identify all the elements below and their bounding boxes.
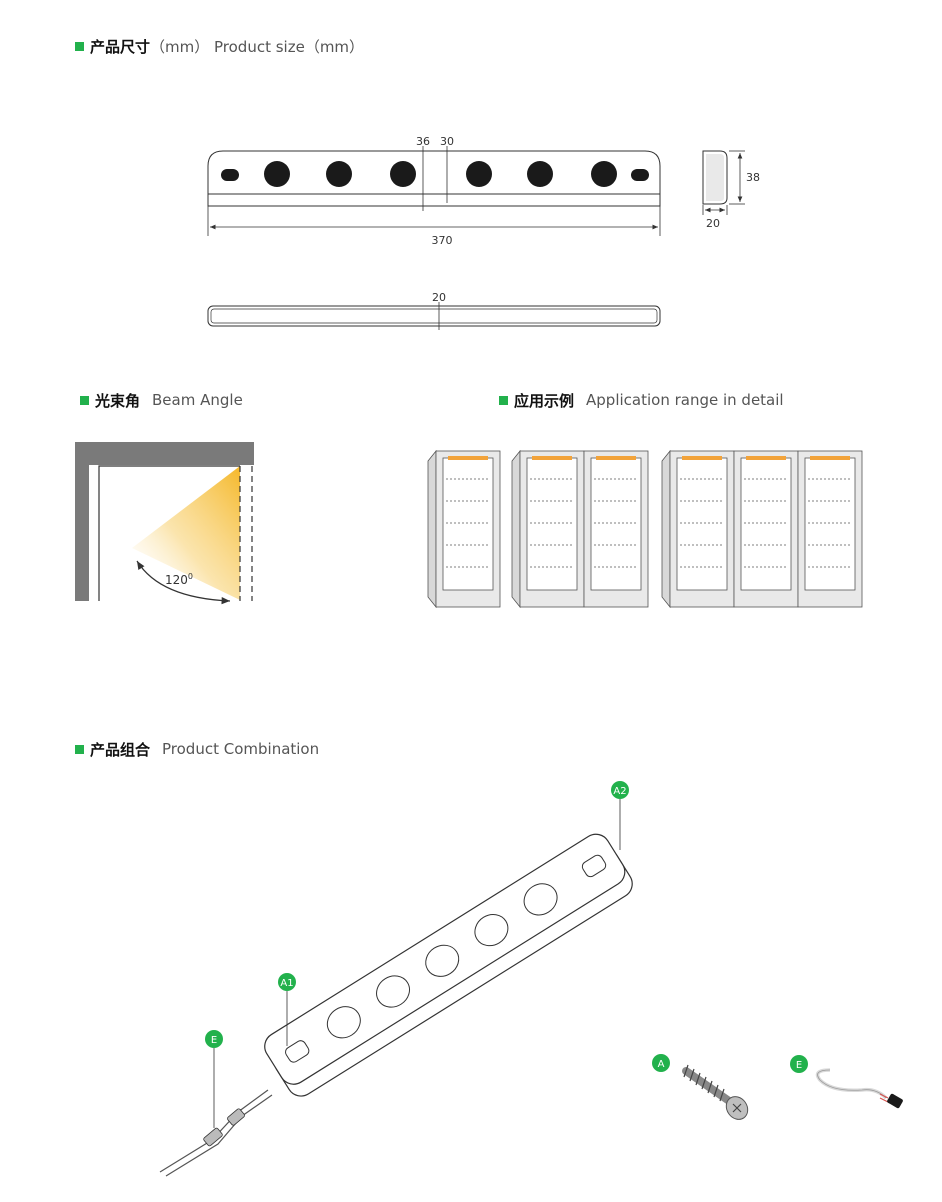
beam-angle-diagram: 1200 <box>75 442 254 605</box>
heading-en: （mm） Product size（mm） <box>150 37 365 56</box>
led-strip-light <box>682 456 722 460</box>
led-lens <box>376 975 410 1008</box>
screw-icon <box>682 1064 749 1120</box>
beam-angle-value: 1200 <box>165 572 193 587</box>
badge-e-cable-label: E <box>211 1035 217 1046</box>
dim-label-36: 36 <box>416 135 430 148</box>
mounting-slot-a1 <box>285 1040 310 1063</box>
heading-cn: 产品组合 <box>90 740 151 759</box>
cabinet-unit <box>797 450 863 608</box>
extension-cable-icon <box>815 1068 903 1109</box>
led-strip-light <box>448 456 488 460</box>
cabinet-unit <box>583 450 649 608</box>
led-lens <box>523 883 558 916</box>
led-strip-light <box>810 456 850 460</box>
badge-e-cable <box>205 1030 223 1048</box>
section-heading-application: 应用示例 Application range in detail <box>499 389 784 411</box>
badge-a2-label: A2 <box>613 786 626 797</box>
led-lens <box>474 913 509 947</box>
badge-a1 <box>278 973 296 991</box>
led-hole <box>390 161 416 187</box>
green-square-icon <box>75 744 84 754</box>
led-hole <box>591 161 617 187</box>
mounting-slot-a2 <box>581 854 607 878</box>
cabinet-unit <box>669 450 735 608</box>
led-strip-light <box>746 456 786 460</box>
green-square-icon <box>499 395 508 405</box>
green-square-icon <box>75 41 84 51</box>
dim-label-bottom: 20 <box>432 291 446 304</box>
application-diagram <box>427 449 863 609</box>
badge-a-screw <box>652 1054 670 1072</box>
heading-en: Product Combination <box>162 740 320 758</box>
dim-label-30: 30 <box>440 135 454 148</box>
badge-a-screw-label: A <box>658 1059 665 1070</box>
section-heading-product-size: 产品尺寸 （mm） Product size（mm） <box>75 35 364 57</box>
badge-a1-label: A1 <box>280 978 293 989</box>
dim-label-length: 370 <box>432 234 453 247</box>
front-view-drawing: 36 30 370 <box>207 135 661 247</box>
badge-e-part-label: E <box>796 1060 802 1071</box>
section-heading-beam-angle: 光束角 Beam Angle <box>80 389 243 411</box>
led-strip-light <box>596 456 636 460</box>
cabinet-unit <box>435 450 501 608</box>
dim-label-side-depth: 20 <box>706 217 720 230</box>
mounting-slot-right <box>631 169 649 181</box>
section-heading-combination: 产品组合 Product Combination <box>75 738 319 760</box>
led-lens <box>326 1006 361 1039</box>
green-square-icon <box>80 395 89 405</box>
heading-en: Application range in detail <box>586 391 784 409</box>
power-cable <box>159 1089 269 1173</box>
badge-e-part <box>790 1055 808 1073</box>
badge-a2 <box>611 781 629 799</box>
combination-illustration: A1 A2 E A E <box>159 781 903 1177</box>
cabinet-wall <box>75 442 254 601</box>
led-hole <box>264 161 290 187</box>
led-hole <box>527 161 553 187</box>
mounting-slot-left <box>221 169 239 181</box>
heading-cn: 光束角 <box>95 391 141 410</box>
heading-en: Beam Angle <box>152 391 243 409</box>
side-view-drawing: 38 20 <box>702 150 760 230</box>
led-strip-light <box>532 456 572 460</box>
led-hole <box>326 161 352 187</box>
bottom-view-drawing: 20 <box>207 291 661 330</box>
heading-cn: 应用示例 <box>514 391 575 410</box>
cable-connector <box>203 1127 223 1147</box>
heading-cn: 产品尺寸 <box>90 37 151 56</box>
cabinet-unit <box>733 450 799 608</box>
cabinet-unit <box>519 450 585 608</box>
led-hole <box>466 161 492 187</box>
dim-label-side-height: 38 <box>746 171 760 184</box>
led-lens <box>425 944 460 977</box>
cable-connector <box>227 1108 245 1126</box>
